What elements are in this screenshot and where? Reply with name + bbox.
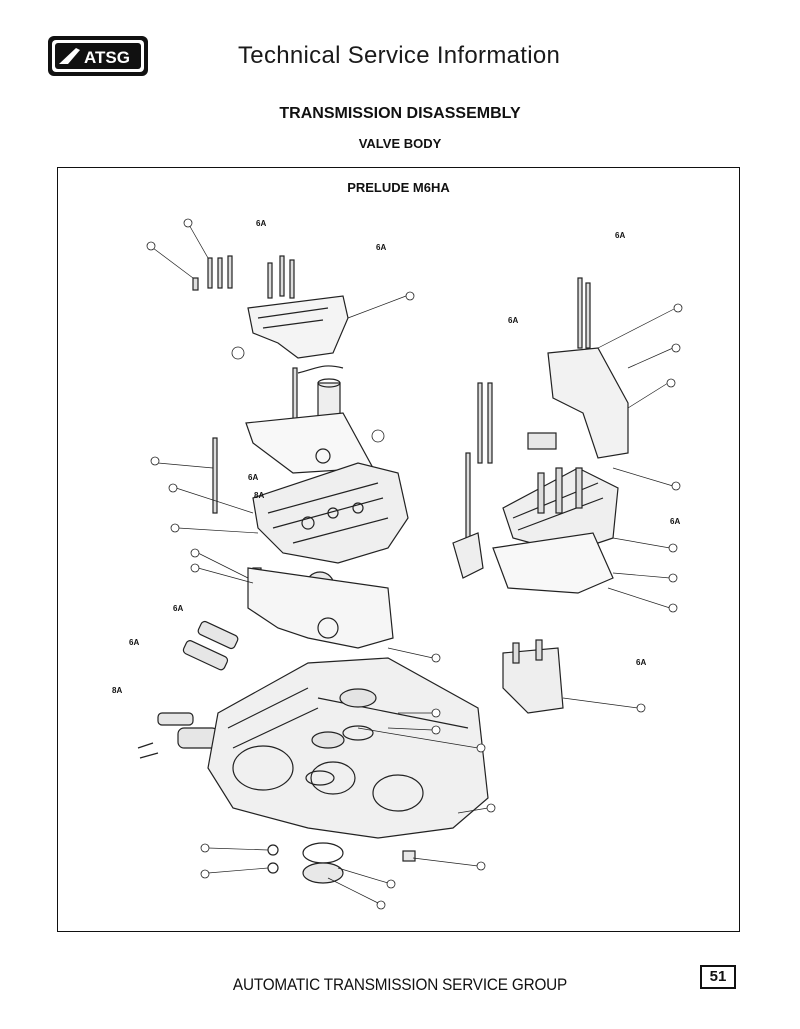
callout-6a: 6A [129,638,139,647]
callout-6a: 6A [173,604,183,613]
callout-6a: 6A [670,517,680,526]
transmission-case [207,657,489,839]
callout-6a: 6A [248,473,258,482]
secondary-valve-body [502,467,619,554]
shift-solenoids [137,620,239,759]
gear-assembly [247,567,394,649]
separator-plate [245,412,374,474]
page-number: 51 [700,965,736,989]
callout-6a: 6A [376,243,386,252]
atsg-logo: ATSG [46,34,150,78]
section-subtitle: VALVE BODY [358,136,442,151]
secondary-separator-plate [492,532,614,594]
callout-markers [146,218,683,910]
main-valve-body [212,437,409,564]
callout-6a: 6A [256,219,266,228]
header-title: Technical Service Information [238,42,561,69]
footer-text: AUTOMATIC TRANSMISSION SERVICE GROUP [232,975,568,994]
callout-8a: 8A [112,686,122,695]
seal-rings [267,842,416,884]
logo-text: ATSG [84,48,130,67]
valve-body-exploded-diagram: 6A 6A 6A 6A 6A 8A 6A 6A 8A 6A 6A [112,218,683,910]
bolt-callouts: 6A 6A 6A 6A 6A 8A 6A 6A 8A 6A 6A [112,219,680,695]
callout-8a: 8A [254,491,264,500]
callout-6a: 6A [508,316,518,325]
servo-assembly [527,277,629,459]
diagram-frame: PRELUDE M6HA [57,167,740,932]
upper-valve-body [192,255,349,359]
manual-valve [452,382,493,579]
model-label: PRELUDE M6HA [347,180,450,195]
leader-lines [152,222,677,904]
section-title: TRANSMISSION DISASSEMBLY [279,105,521,122]
lower-body-block [502,639,564,714]
callout-6a: 6A [615,231,625,240]
callout-6a: 6A [636,658,646,667]
